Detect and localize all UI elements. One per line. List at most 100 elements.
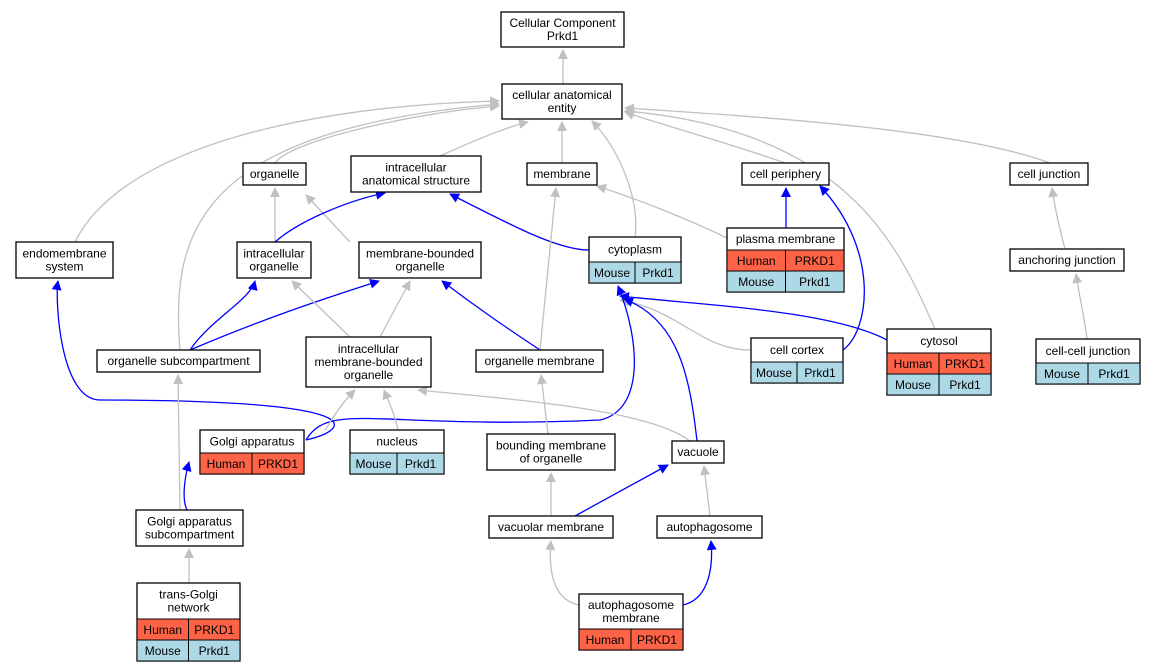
term-label: Golgi apparatus (210, 435, 295, 449)
term-label: intracellular (243, 247, 304, 261)
part-of-edge-orgmem-to-mbo (441, 280, 541, 351)
term-box (15, 241, 114, 279)
term-box (500, 11, 625, 48)
term-label: cell cortex (770, 343, 824, 357)
gene-symbol-label: Prkd1 (199, 644, 231, 658)
is-a-edge-autophagosome-to-vacuole (700, 465, 711, 517)
mouse-gene-cell (938, 373, 992, 396)
mouse-gene-cell (188, 639, 241, 662)
term-box (1009, 248, 1125, 272)
mouse-gene-cell (396, 452, 445, 475)
species-label: Human (894, 357, 933, 371)
term-label: endomembrane (22, 247, 106, 261)
is-a-edge-golgi-to-imbo (324, 389, 356, 431)
term-box (358, 241, 482, 279)
is-a-edge-vacuole-to-imbo (417, 385, 691, 442)
term-label: autophagosome (588, 598, 674, 612)
is-a-edge-cortex-to-cytoplasm (619, 296, 752, 351)
term-label: cellular anatomical (512, 88, 611, 102)
term-label: organelle subcompartment (107, 354, 250, 368)
is-a-edge-imbo-to-intraorg (291, 280, 351, 338)
term-label: plasma membrane (736, 232, 836, 246)
term-node-subcomp[interactable]: organelle subcompartment (96, 349, 261, 373)
term-box (96, 349, 261, 373)
term-label: Prkd1 (547, 29, 579, 43)
part-of-edge-vacmem-to-vacuole (574, 464, 669, 517)
term-label: system (45, 260, 83, 274)
term-box (488, 515, 614, 539)
term-label: anchoring junction (1018, 253, 1115, 267)
term-node-orgmem[interactable]: organelle membrane (475, 349, 604, 373)
is-a-edge-organelle-to-cae (274, 101, 500, 164)
is-a-edge-cytosol-to-cae (624, 106, 936, 330)
term-node-periphery[interactable]: cell periphery (741, 162, 830, 186)
is-a-edge-nucleus-to-imbo (382, 389, 399, 431)
term-node-autophagosome[interactable]: autophagosome (656, 515, 763, 539)
species-label: Mouse (756, 366, 792, 380)
species-label: Mouse (738, 275, 774, 289)
is-a-edge-periphery-to-cae (624, 110, 786, 164)
human-gene-cell (630, 628, 684, 651)
species-label: Human (143, 623, 182, 637)
gene-symbol-label: PRKD1 (795, 254, 835, 268)
is-a-edge-subcomp-to-cae (177, 99, 500, 351)
is-a-edge-junction-to-cae (624, 103, 1051, 164)
term-label: bounding membrane (496, 439, 606, 453)
term-label: autophagosome (666, 520, 752, 534)
term-node-vacuole[interactable]: vacuole (671, 440, 725, 464)
term-node-membrane[interactable]: membrane (526, 162, 598, 186)
term-box (741, 162, 830, 186)
mouse-gene-cell (785, 270, 845, 293)
gene-symbol-label: PRKD1 (637, 633, 677, 647)
species-label: Human (207, 457, 246, 471)
term-label: membrane-bounded (314, 355, 422, 369)
term-node-junction[interactable]: cell junction (1009, 162, 1089, 186)
edge-layer (51, 49, 1088, 606)
species-label: Human (737, 254, 776, 268)
is-a-edge-orgmem-to-membrane (539, 187, 561, 351)
is-a-edge-ccj-to-anchoring (1072, 273, 1088, 340)
term-label: intracellular (385, 161, 446, 175)
part-of-edge-subcomp-to-intraorg (189, 280, 258, 351)
is-a-edge-apmem-to-vacmem (545, 540, 580, 606)
term-node-anchoring[interactable]: anchoring junction (1009, 248, 1125, 272)
term-label: organelle (395, 260, 445, 274)
gene-symbol-label: Prkd1 (949, 378, 981, 392)
term-label: nucleus (376, 435, 417, 449)
gene-symbol-label: PRKD1 (194, 623, 234, 637)
term-node-organelle[interactable]: organelle (242, 162, 307, 186)
human-gene-cell (251, 452, 305, 475)
mouse-gene-cell (1087, 362, 1141, 385)
term-node-vacmem[interactable]: vacuolar membrane (488, 515, 614, 539)
part-of-edge-vacuole-to-cytoplasm (623, 297, 698, 442)
term-label: Golgi apparatus (147, 515, 232, 529)
gene-symbol-label: Prkd1 (405, 457, 437, 471)
is-a-edge-plasma-to-membrane (596, 184, 728, 239)
is-a-edge-mbo-to-organelle (305, 194, 351, 243)
term-box (236, 241, 312, 279)
part-of-edge-intraorg-to-ias (274, 189, 386, 243)
species-label: Mouse (1044, 367, 1080, 381)
term-label: cell junction (1018, 167, 1081, 181)
term-label: organelle (250, 167, 300, 181)
term-box (305, 336, 432, 388)
